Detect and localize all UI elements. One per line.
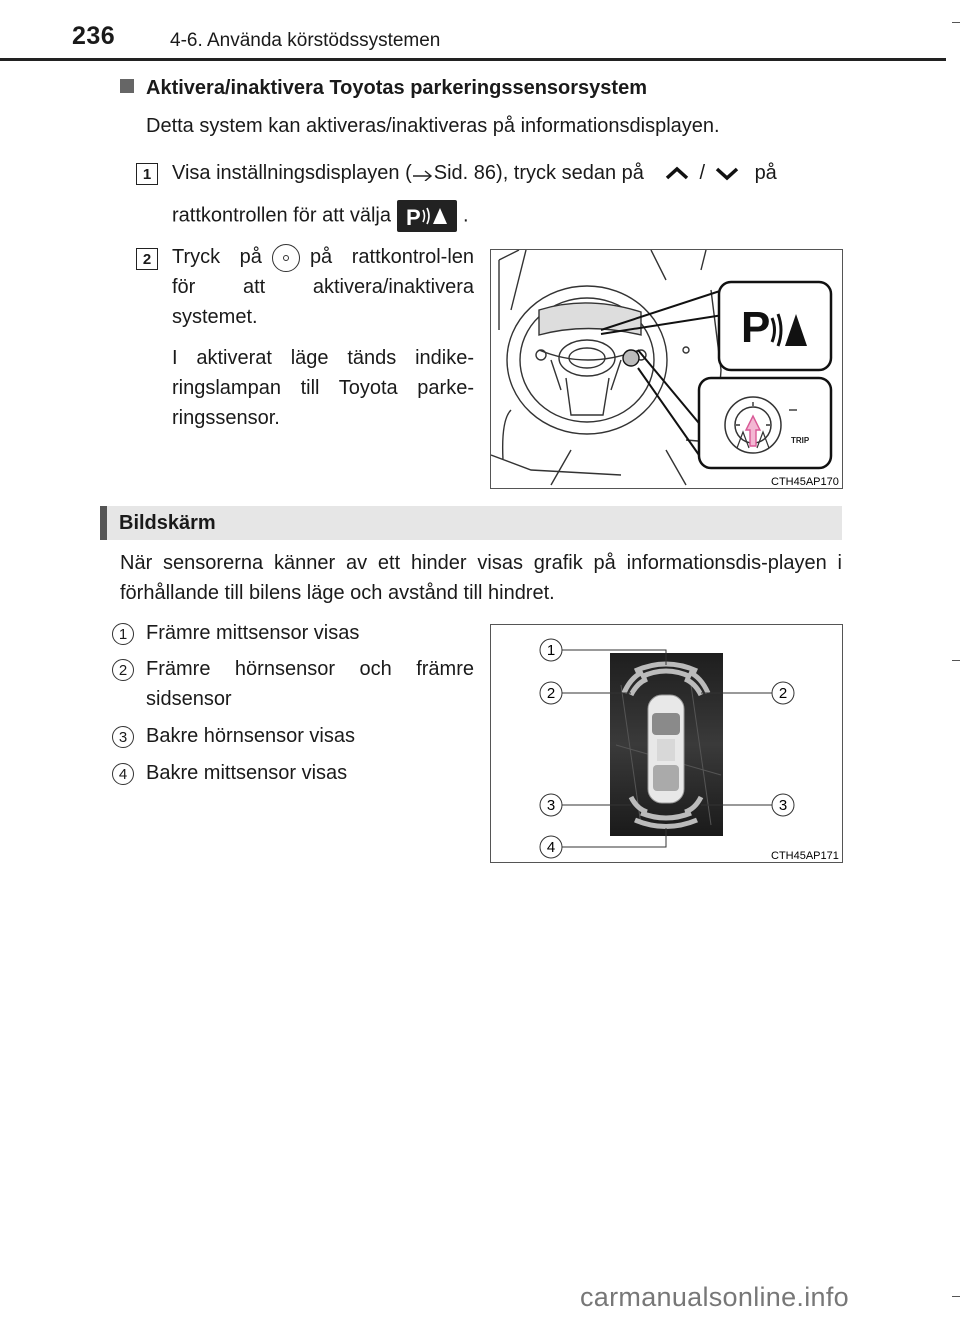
- step-1-text: Visa inställningsdisplayen (: [172, 162, 412, 184]
- step-1-line-2: rattkontrollen för att välja P.: [172, 200, 469, 232]
- section-title: Aktivera/inaktivera Toyotas parkeringsse…: [146, 77, 647, 99]
- steering-wheel-drawing: P TRIP CTH45AP170: [491, 250, 839, 488]
- list-number-4: 4: [112, 763, 134, 785]
- square-bullet-icon: [120, 79, 134, 93]
- step-number-2: 2: [136, 248, 158, 270]
- svg-text:P: P: [406, 205, 421, 228]
- svg-text:P: P: [741, 303, 770, 352]
- trip-label: TRIP: [791, 436, 810, 445]
- step-2-text-a: Tryck på: [172, 246, 262, 268]
- step-1-text-end: på: [754, 162, 777, 184]
- step-1-ref: Sid. 86), tryck sedan på: [433, 162, 644, 184]
- callout-4: 4: [547, 839, 555, 856]
- list-item-2: Främre hörnsensor och främre sidsensor: [146, 658, 474, 710]
- chevron-down-icon: [715, 167, 739, 181]
- crop-mark: [952, 1296, 960, 1297]
- step-1-text-2: rattkontrollen för att välja: [172, 204, 391, 227]
- figure-code-2: CTH45AP171: [771, 850, 839, 862]
- list-item-4: Bakre mittsensor visas: [146, 762, 348, 784]
- callout-2-left: 2: [547, 685, 555, 702]
- parking-display-drawing: 1 2 2 3 3 4 CTH45AP171: [539, 638, 839, 862]
- parking-display-illustration: 1 2 2 3 3 4 CTH45AP171: [490, 624, 843, 863]
- figure-code-1: CTH45AP170: [771, 476, 839, 488]
- callout-2-right: 2: [779, 685, 787, 702]
- step-number-1: 1: [136, 163, 158, 185]
- step-1-line-1: Visa inställningsdisplayen ( Sid. 86), tr…: [172, 158, 852, 188]
- list-item-3: Bakre hörnsensor visas: [146, 725, 355, 747]
- period: .: [463, 204, 469, 227]
- list-number-3: 3: [112, 726, 134, 748]
- section-bar-bildskarm: Bildskärm: [100, 506, 842, 540]
- slash: /: [699, 162, 705, 184]
- display-description: När sensorerna känner av ett hinder visa…: [120, 552, 842, 604]
- arrow-right-icon: [412, 170, 432, 181]
- header-rule: [0, 58, 946, 61]
- callout-3-right: 3: [779, 797, 787, 814]
- steering-wheel-illustration: P TRIP CTH45AP170: [490, 249, 843, 489]
- page-number: 236: [72, 22, 116, 50]
- ok-button-icon: [271, 243, 300, 272]
- watermark: carmanualsonline.info: [580, 1282, 849, 1312]
- list-number-2: 2: [112, 659, 134, 681]
- callout-3-left: 3: [547, 797, 555, 814]
- step-2-text-b: på rattkontrol-len för att aktivera/inak…: [172, 246, 475, 328]
- step-2-note: I aktiverat läge tänds indike-ringslampa…: [172, 347, 474, 429]
- parking-sensor-badge-icon: P: [397, 200, 457, 232]
- chevron-up-icon: [666, 166, 689, 180]
- crop-mark: [952, 22, 960, 23]
- section-bar-title: Bildskärm: [119, 512, 216, 534]
- list-number-1: 1: [112, 623, 134, 645]
- section-intro: Detta system kan aktiveras/inaktiveras p…: [146, 115, 720, 137]
- chapter-title: 4-6. Använda körstödssystemen: [170, 30, 441, 51]
- callout-1: 1: [547, 642, 555, 659]
- list-item-1: Främre mittsensor visas: [146, 622, 360, 644]
- crop-mark: [952, 660, 960, 661]
- section-heading: Aktivera/inaktivera Toyotas parkeringsse…: [120, 77, 647, 100]
